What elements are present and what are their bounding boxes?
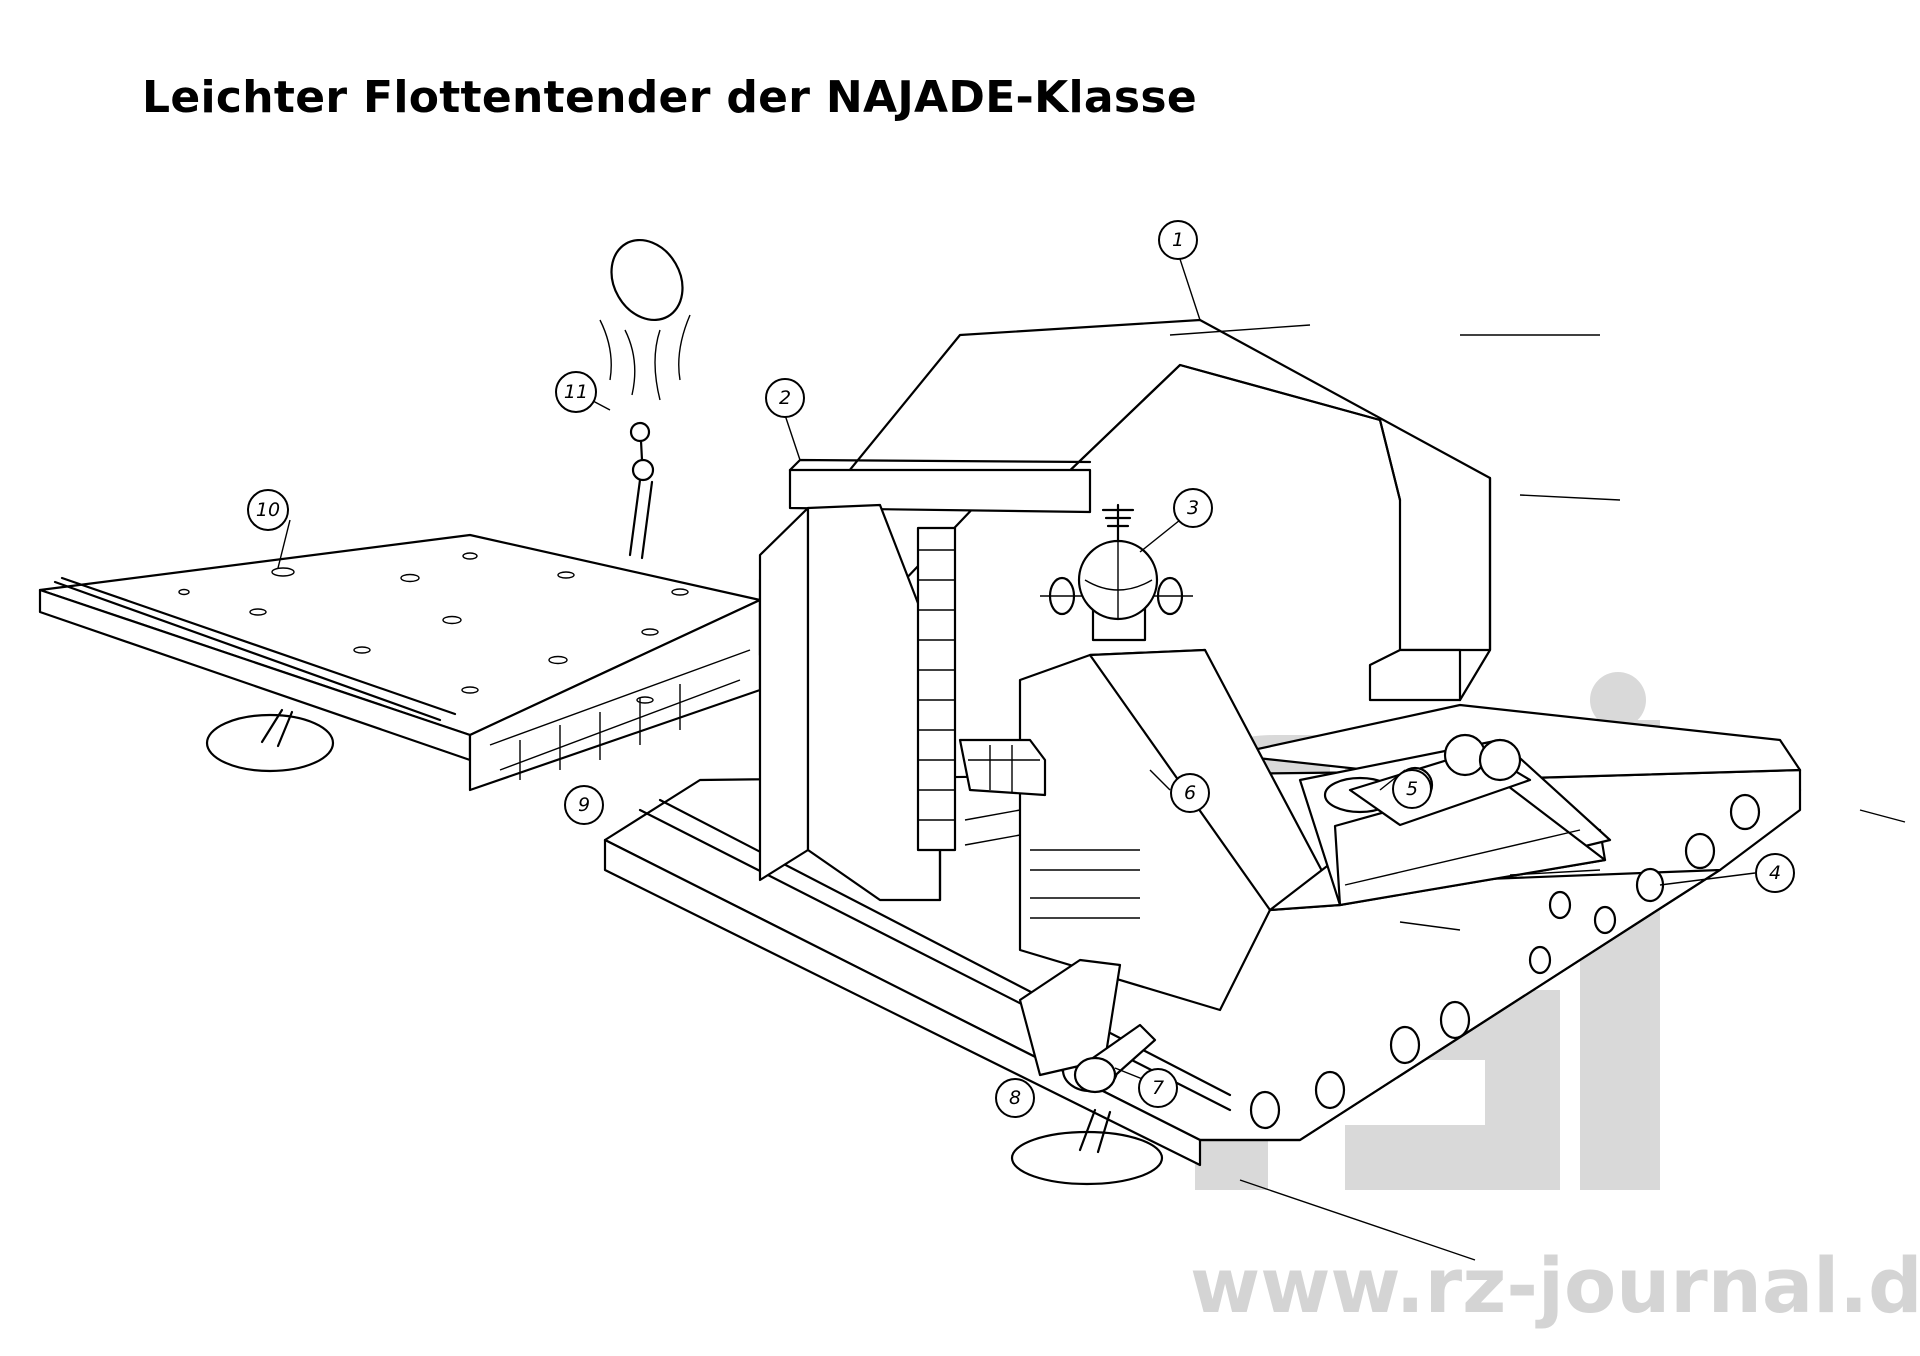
deck-holes bbox=[178, 552, 689, 704]
bridge-tower bbox=[758, 458, 1092, 902]
svg-text:4: 4 bbox=[1769, 862, 1781, 884]
callout-10: 10 bbox=[247, 489, 289, 531]
beacon-mast bbox=[599, 238, 691, 560]
watermark-text: www.rz-journal.de bbox=[1190, 1241, 1920, 1330]
callout-1: 1 bbox=[1158, 220, 1198, 260]
callout-9: 9 bbox=[564, 785, 604, 825]
svg-text:1: 1 bbox=[1172, 229, 1184, 251]
svg-text:9: 9 bbox=[578, 794, 590, 816]
svg-text:8: 8 bbox=[1009, 1087, 1021, 1109]
superstructure bbox=[958, 648, 1612, 1012]
landing-gear bbox=[1010, 958, 1164, 1186]
callout-5: 5 bbox=[1392, 769, 1432, 809]
svg-text:10: 10 bbox=[256, 499, 280, 521]
svg-text:5: 5 bbox=[1406, 778, 1418, 800]
svg-text:7: 7 bbox=[1152, 1077, 1164, 1099]
callout-4: 4 bbox=[1755, 853, 1795, 893]
callout-8: 8 bbox=[995, 1078, 1035, 1118]
landing-deck bbox=[38, 533, 762, 792]
callout-6: 6 bbox=[1170, 773, 1210, 813]
svg-text:6: 6 bbox=[1184, 782, 1196, 804]
page-title: Leichter Flottentender der NAJADE-Klasse bbox=[142, 72, 1198, 123]
svg-text:3: 3 bbox=[1187, 497, 1199, 519]
svg-text:11: 11 bbox=[564, 381, 588, 403]
hull-detail-lines bbox=[1169, 324, 1906, 1261]
callout-3: 3 bbox=[1173, 488, 1213, 528]
callout-2: 2 bbox=[765, 378, 805, 418]
radar-dome bbox=[1040, 503, 1193, 642]
svg-text:2: 2 bbox=[779, 387, 791, 409]
callout-11: 11 bbox=[555, 371, 597, 413]
callout-7: 7 bbox=[1138, 1068, 1178, 1108]
